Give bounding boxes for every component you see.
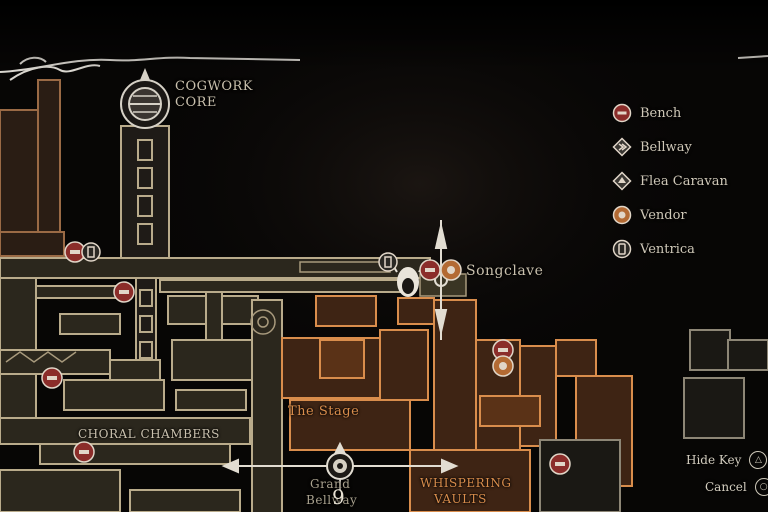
bench-icon[interactable] [419, 259, 441, 281]
hide-key-label: Hide Key [686, 453, 742, 467]
cancel-control[interactable]: Cancel ○ [705, 478, 768, 496]
cogwork-core-emblem [120, 68, 170, 129]
right-structures [539, 329, 768, 512]
legend-label: Ventrica [640, 241, 695, 257]
cancel-label: Cancel [705, 480, 747, 494]
vendor-icon[interactable] [440, 259, 462, 281]
bench-icon[interactable] [41, 367, 63, 389]
triangle-button-icon[interactable]: △ [749, 451, 768, 469]
circle-button-icon[interactable]: ○ [754, 478, 768, 496]
map-label-whispering-vaults-line2: VAULTS [434, 492, 487, 506]
legend-item-ventrica: Ventrica [612, 238, 695, 260]
map-label-the-stage: The Stage [288, 404, 360, 419]
legend-item-bellway: Bellway [612, 136, 692, 158]
map-label-cogwork-core-line2: CORE [175, 95, 217, 110]
legend-label: Flea Caravan [640, 173, 728, 189]
bench-icon[interactable] [549, 453, 571, 475]
legend-label: Bellway [640, 139, 692, 155]
map-label-grand-bellway-line2: Bellway [306, 493, 358, 507]
legend-item-bench: Bench [612, 102, 681, 124]
cogwork-core-tower [120, 125, 170, 381]
top-vignette [0, 0, 768, 70]
legend-label: Vendor [640, 207, 687, 223]
bellway-icon[interactable] [326, 452, 354, 480]
hide-key-control[interactable]: Hide Key △ [686, 451, 768, 469]
ventrica-icon[interactable] [81, 242, 101, 262]
flea-caravan-icon [612, 171, 632, 191]
vendor-icon [612, 205, 632, 225]
bellway-icon [612, 137, 632, 157]
bench-icon[interactable] [113, 281, 135, 303]
bellway-counter: 9 [332, 485, 345, 509]
bench-icon[interactable] [492, 339, 514, 361]
map-label-whispering-vaults-line1: WHISPERING [420, 476, 512, 490]
legend-item-vendor: Vendor [612, 204, 687, 226]
map-label-choral-chambers: CHORAL CHAMBERS [78, 427, 220, 441]
bench-icon[interactable] [73, 441, 95, 463]
songclave-spike-marker [434, 220, 448, 340]
legend-item-flea-caravan: Flea Caravan [612, 170, 728, 192]
map-label-cogwork-core-line1: COGWORK [175, 79, 254, 94]
map-label-songclave: Songclave [466, 263, 544, 279]
legend-label: Bench [640, 105, 682, 121]
map-label-grand-bellway-line1: Grand [310, 477, 351, 491]
ventrica-icon [612, 239, 632, 259]
vendor-icon[interactable] [492, 355, 514, 377]
bench-icon [612, 103, 632, 123]
left-brown-rooms [0, 79, 65, 257]
ventrica-icon[interactable] [378, 252, 398, 272]
